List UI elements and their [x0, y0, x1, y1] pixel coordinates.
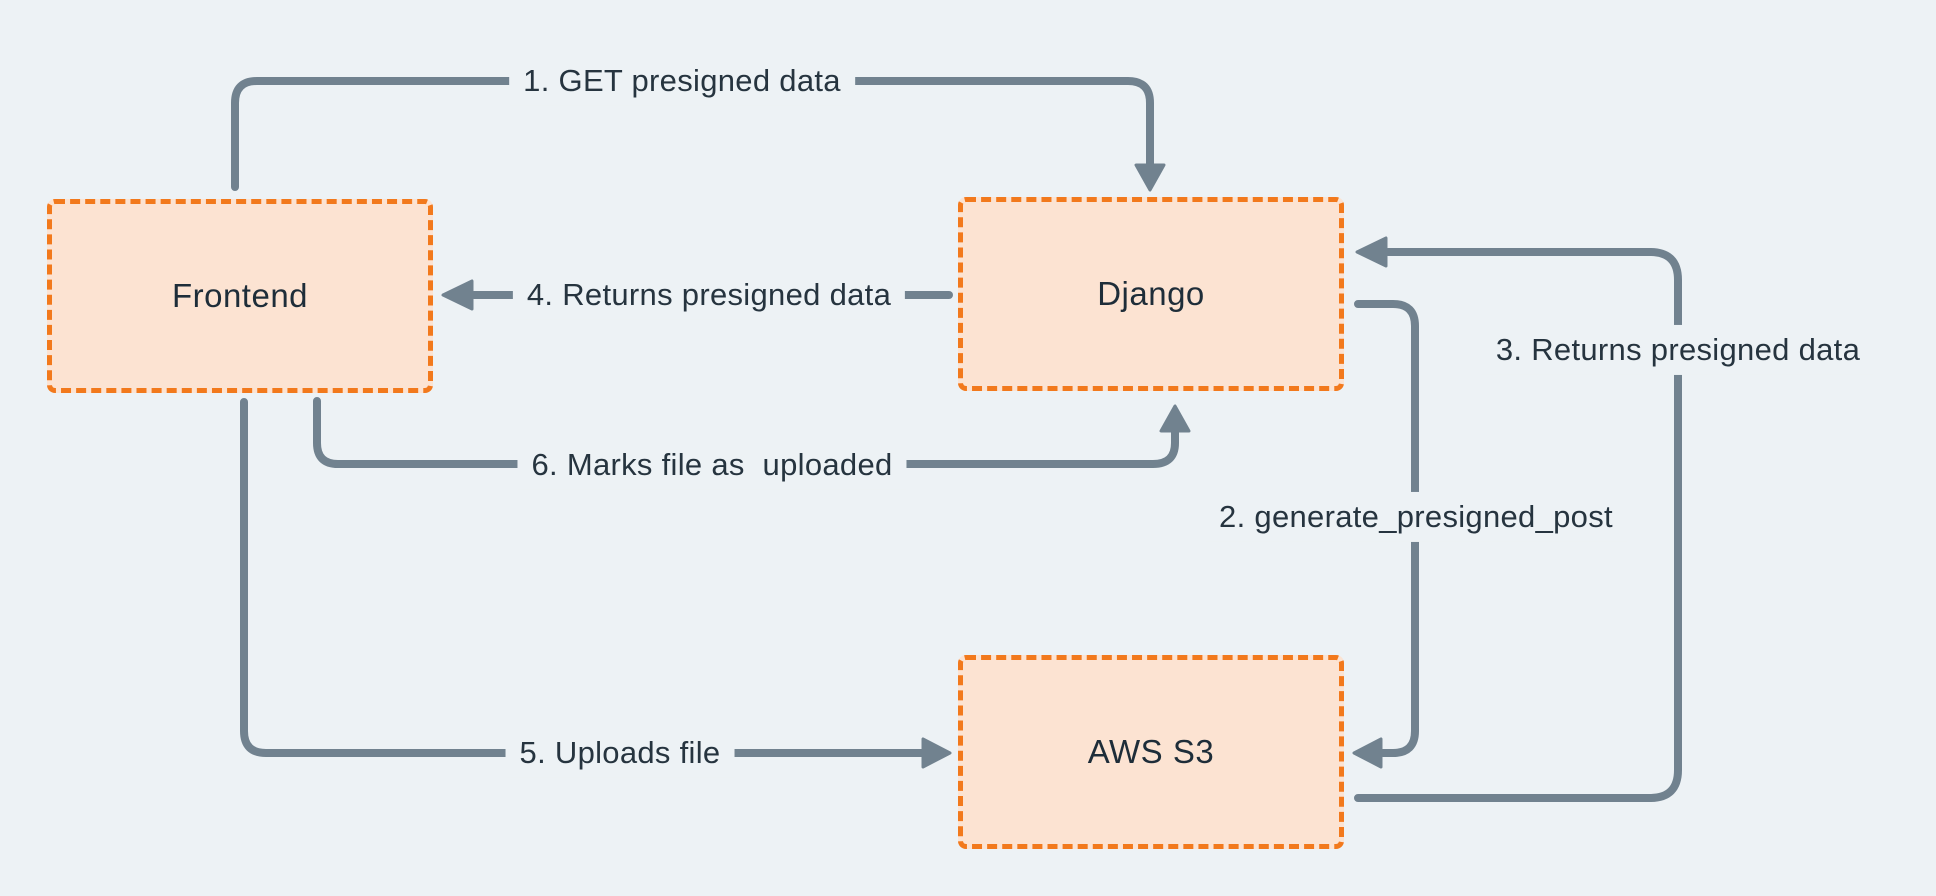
- edge-label-get-presigned-data: 1. GET presigned data: [509, 55, 855, 107]
- edge-1-arrowhead-down: [1134, 163, 1166, 192]
- edge-4-arrowhead-left: [441, 279, 474, 311]
- django-node-label: Django: [1097, 275, 1205, 312]
- edge-2-arrowhead-left: [1352, 737, 1383, 769]
- edge-3-arrowhead-left: [1355, 236, 1388, 268]
- edge-label-returns-presigned-data-s3: 3. Returns presigned data: [1481, 324, 1875, 376]
- edge-5-arrowhead-right: [921, 737, 952, 769]
- edge-6-arrowhead-up: [1159, 404, 1191, 433]
- edge-label-marks-file-uploaded: 6. Marks file as uploaded: [517, 439, 907, 491]
- frontend-node-label: Frontend: [171, 277, 309, 314]
- aws-s3-node-label: AWS S3: [1087, 733, 1215, 770]
- aws-s3-node: AWS S3: [958, 655, 1344, 849]
- edge-5-path: [240, 398, 928, 757]
- edge-3-path: [1354, 248, 1682, 802]
- frontend-node: Frontend: [47, 199, 433, 393]
- edge-label-generate-presigned-post: 2. generate_presigned_post: [1205, 491, 1627, 543]
- django-node: Django: [958, 197, 1344, 391]
- edge-label-uploads-file: 5. Uploads file: [505, 727, 735, 779]
- edge-label-returns-presigned-data-django: 4. Returns presigned data: [512, 269, 906, 321]
